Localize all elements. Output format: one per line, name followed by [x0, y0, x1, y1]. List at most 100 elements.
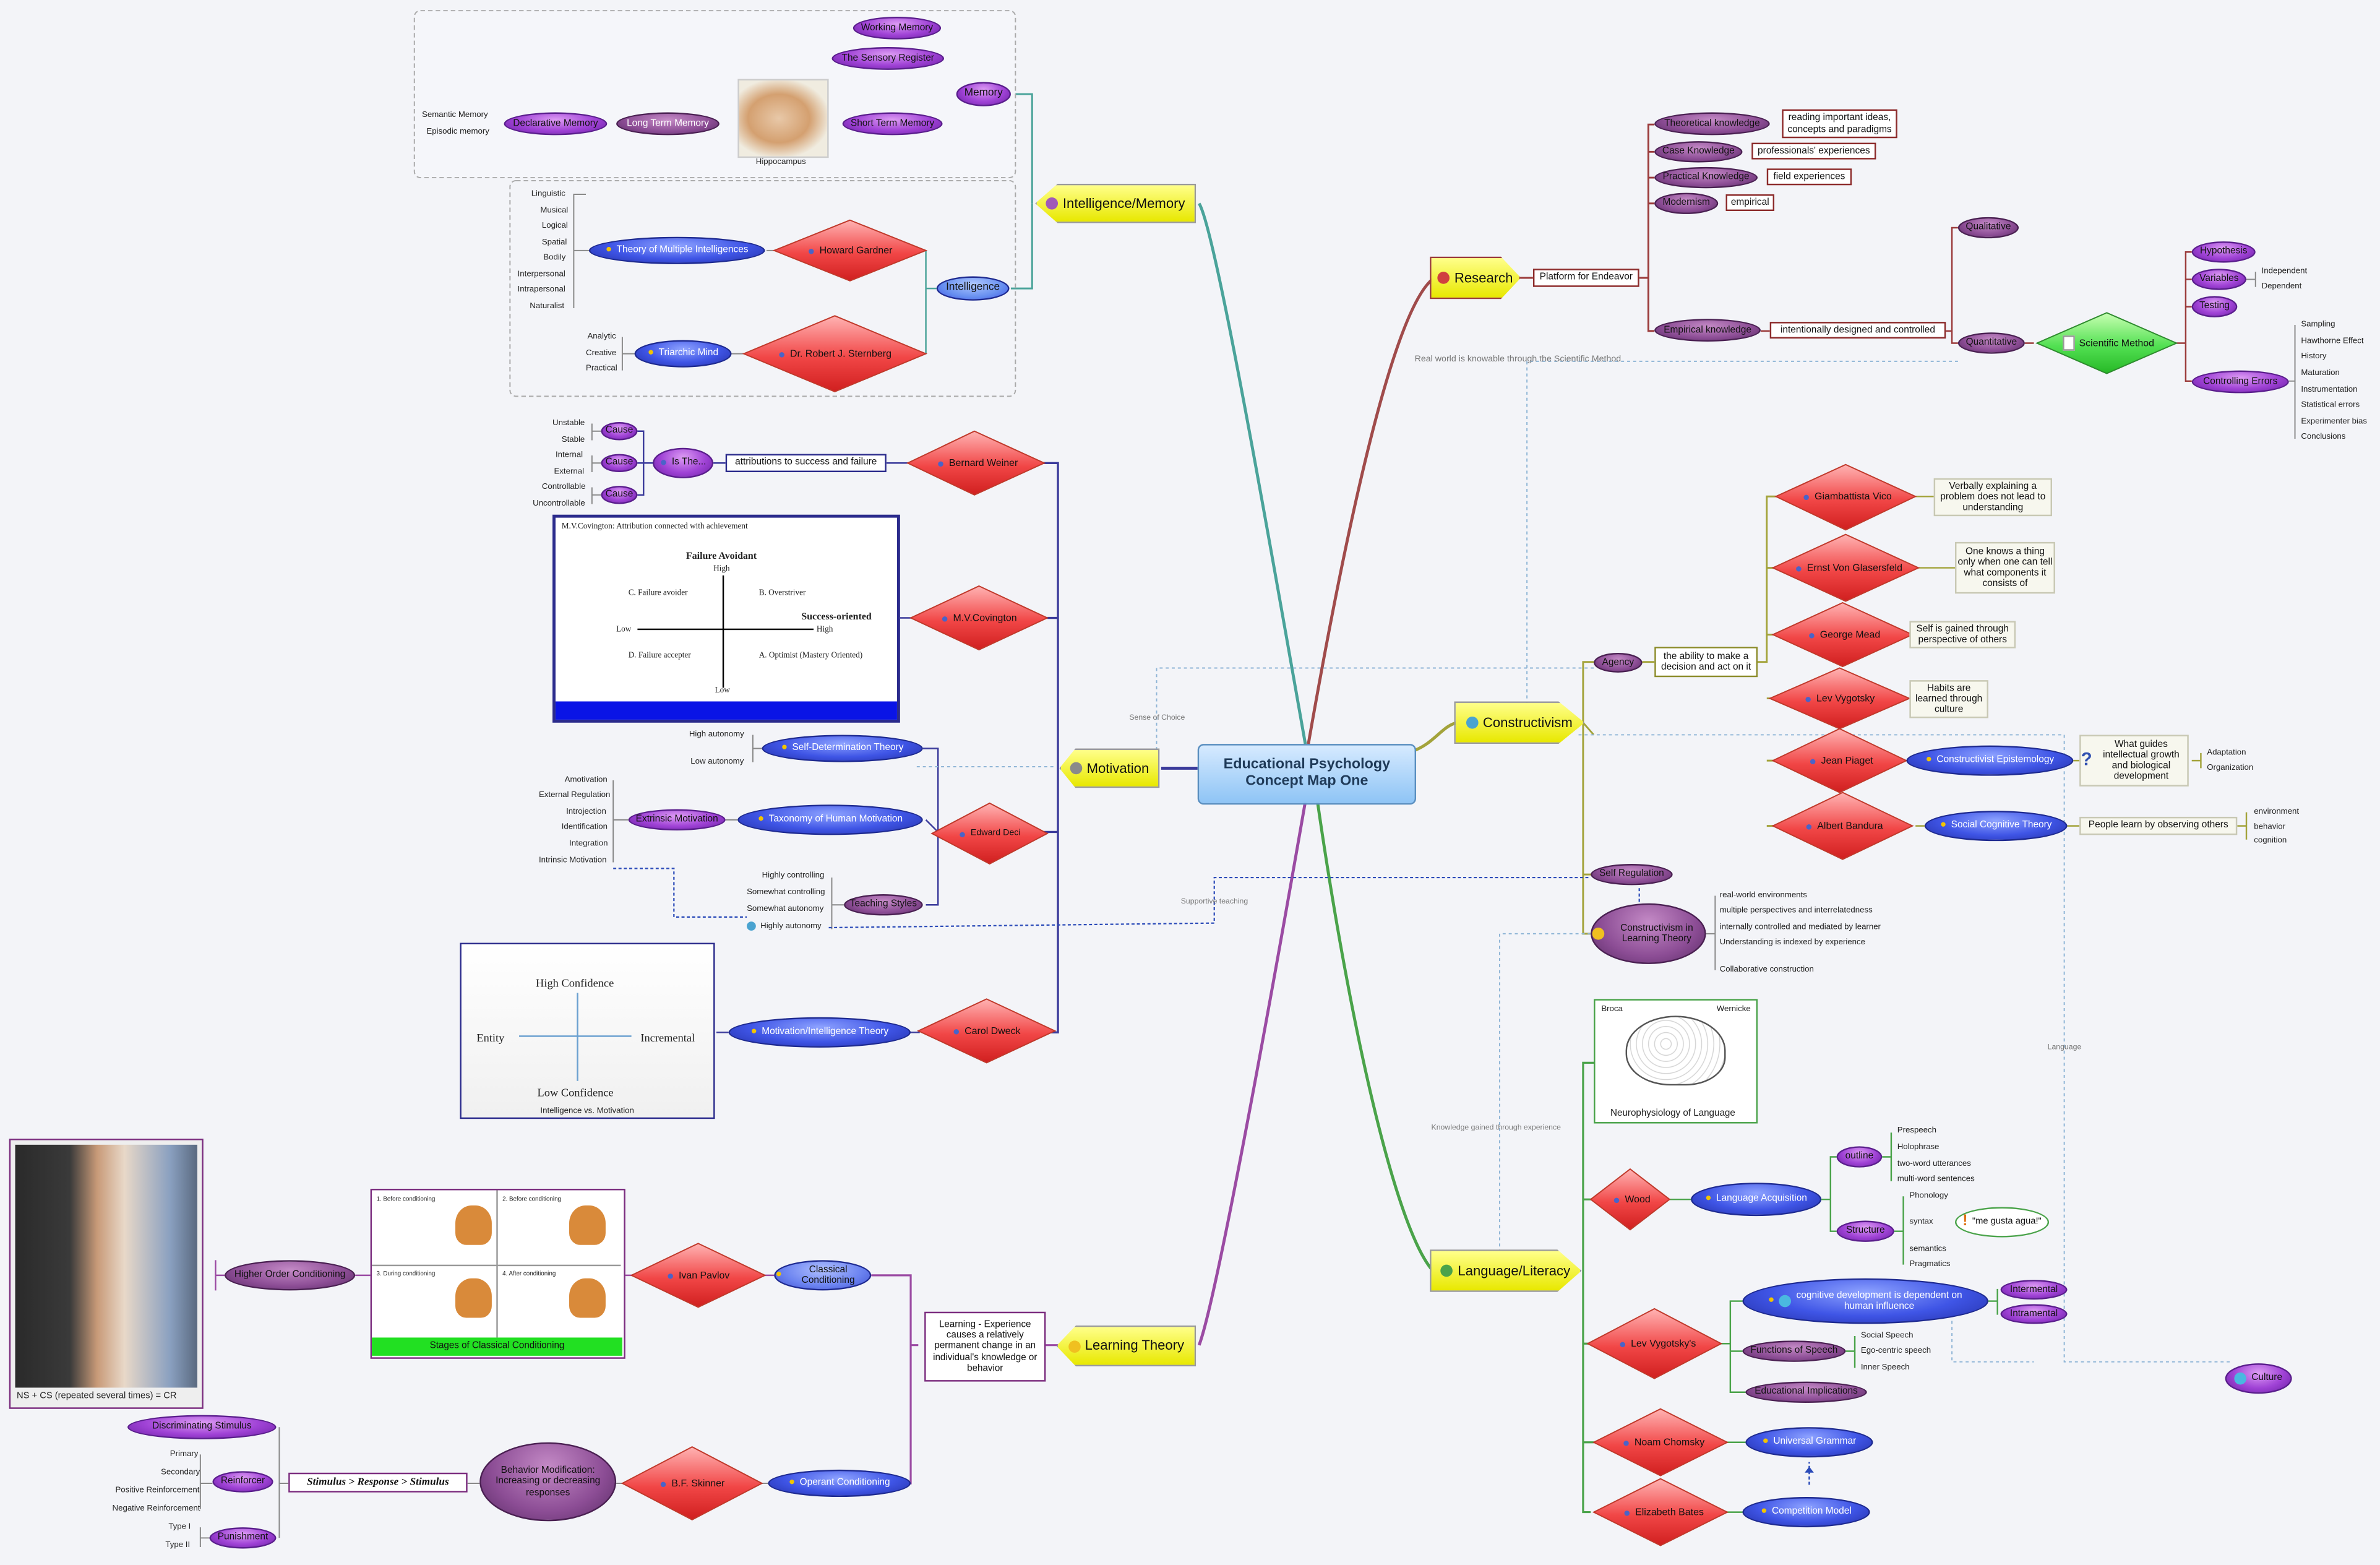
platform-endeavor: Platform for Endeavor	[1532, 269, 1639, 287]
intermental[interactable]: Intermental	[2000, 1280, 2068, 1300]
error-item: Instrumentation	[2301, 386, 2358, 395]
classical-conditioning[interactable]: ●Classical Conditioning	[774, 1260, 872, 1291]
case-note: professionals' experiences	[1751, 142, 1876, 160]
giambattista-vico[interactable]: ●Giambattista Vico	[1802, 489, 1892, 504]
structure[interactable]: Structure	[1836, 1220, 1894, 1242]
jean-piaget[interactable]: ●Jean Piaget	[1809, 754, 1873, 768]
multiple-intelligences[interactable]: ●Theory of Multiple Intelligences	[588, 236, 765, 264]
edward-deci[interactable]: ●Edward Deci	[958, 826, 1021, 840]
info-icon	[1441, 1264, 1454, 1277]
branch-language-literacy[interactable]: Language/Literacy	[1430, 1249, 1582, 1292]
theoretical-knowledge[interactable]: Theoretical knowledge	[1654, 112, 1770, 136]
short-term-memory[interactable]: Short Term Memory	[842, 112, 943, 136]
central-topic[interactable]: Educational Psychology Concept Map One	[1197, 744, 1417, 805]
sensory-register[interactable]: The Sensory Register	[831, 47, 945, 70]
long-term-memory[interactable]: Long Term Memory	[616, 112, 720, 136]
branch-motivation[interactable]: Motivation	[1059, 748, 1160, 788]
practical-knowledge[interactable]: Practical Knowledge	[1654, 166, 1758, 189]
teaching-item-highly-autonomy: Highly autonomy	[747, 921, 822, 931]
quantitative[interactable]: Quantitative	[1957, 332, 2025, 354]
error-item: Statistical errors	[2301, 400, 2360, 410]
elizabeth-bates[interactable]: ●Elizabeth Bates	[1623, 1505, 1704, 1519]
universal-grammar[interactable]: ●Universal Grammar	[1745, 1427, 1873, 1458]
chart-label: Low	[616, 625, 632, 635]
dog-icon	[455, 1278, 492, 1318]
carol-dweck[interactable]: ●Carol Dweck	[952, 1024, 1021, 1038]
chart-label: Success-oriented	[801, 611, 872, 623]
memory-node[interactable]: Memory	[956, 82, 1011, 106]
branch-learning-theory[interactable]: Learning Theory	[1056, 1325, 1196, 1367]
triarchic-mind[interactable]: ●Triarchic Mind	[634, 340, 732, 368]
working-memory[interactable]: Working Memory	[853, 16, 942, 40]
reinforcer[interactable]: Reinforcer	[212, 1471, 273, 1493]
competition-model[interactable]: ●Competition Model	[1742, 1497, 1870, 1528]
outline[interactable]: outline	[1836, 1146, 1883, 1168]
self-regulation[interactable]: Self Regulation	[1591, 863, 1673, 886]
testing[interactable]: Testing	[2191, 296, 2238, 317]
qualitative[interactable]: Qualitative	[1957, 217, 2019, 239]
cause-node[interactable]: Cause	[601, 454, 638, 473]
discriminating-stimulus[interactable]: Discriminating Stimulus	[127, 1415, 277, 1439]
case-knowledge[interactable]: Case Knowledge	[1654, 141, 1743, 163]
higher-order-conditioning[interactable]: Higher Order Conditioning	[225, 1260, 356, 1291]
george-mead[interactable]: ●George Mead	[1808, 627, 1881, 642]
cognitive-development[interactable]: ●cognitive development is dependent on h…	[1742, 1278, 1988, 1324]
lev-vygotsky[interactable]: ●Lev Vygotsky	[1804, 691, 1875, 705]
declarative-memory[interactable]: Declarative Memory	[504, 112, 608, 136]
wood[interactable]: ●Wood	[1613, 1192, 1651, 1207]
structure-item: syntax	[1909, 1217, 1933, 1227]
sdt-item: High autonomy	[689, 730, 744, 739]
lev-vygotskys[interactable]: ●Lev Vygotsky's	[1618, 1337, 1696, 1351]
branch-research[interactable]: Research	[1430, 256, 1521, 300]
intelligence-type: Spatial	[541, 238, 567, 248]
stage-heading: 2. Before conditioning	[502, 1194, 562, 1203]
outline-item: Prespeech	[1897, 1126, 1937, 1136]
motivation-intelligence-theory[interactable]: ●Motivation/Intelligence Theory	[728, 1017, 911, 1048]
constructivist-epistemology[interactable]: ●Constructivist Epistemology	[1906, 745, 2074, 776]
albert-bandura[interactable]: ●Albert Bandura	[1805, 819, 1883, 833]
semantic-memory-label: Semantic Memory	[422, 111, 488, 120]
culture[interactable]: Culture	[2225, 1363, 2292, 1394]
chart-label: A. Optimist (Mastery Oriented)	[758, 651, 863, 661]
noam-chomsky[interactable]: ●Noam Chomsky	[1622, 1435, 1705, 1449]
cause-node[interactable]: Cause	[601, 486, 638, 504]
language-acquisition[interactable]: ●Language Acquisition	[1691, 1183, 1822, 1217]
scientific-method[interactable]: Scientific Method	[2043, 331, 2173, 355]
conditioning-photo: NS + CS (repeated several times) = CR	[9, 1139, 204, 1409]
ivan-pavlov[interactable]: ●Ivan Pavlov	[666, 1268, 730, 1282]
is-the-node[interactable]: ●Is The...	[652, 447, 714, 478]
branch-intelligence-memory[interactable]: Intelligence/Memory	[1035, 183, 1196, 223]
cause-node[interactable]: Cause	[601, 422, 638, 441]
bernard-weiner[interactable]: ●Bernard Weiner	[937, 456, 1018, 470]
taxonomy-motivation[interactable]: ●Taxonomy of Human Motivation	[737, 804, 923, 835]
ernst-von-glasersfeld[interactable]: ●Ernst Von Glasersfeld	[1795, 561, 1902, 575]
variables[interactable]: Variables	[2191, 269, 2247, 290]
howard-gardner[interactable]: ●Howard Gardner	[807, 243, 893, 257]
intramental[interactable]: Intramental	[2000, 1304, 2068, 1324]
branch-constructivism[interactable]: Constructivism	[1454, 701, 1585, 744]
punishment[interactable]: Punishment	[209, 1527, 277, 1549]
mv-covington[interactable]: ●M.V.Covington	[941, 611, 1017, 625]
constructivism-learning-theory[interactable]: Constructivism in Learning Theory	[1591, 903, 1706, 964]
lightbulb-icon: ●	[647, 347, 655, 358]
hypothesis[interactable]: Hypothesis	[2191, 241, 2256, 263]
extrinsic-motivation[interactable]: Extrinsic Motivation	[628, 809, 726, 831]
empirical-knowledge[interactable]: Empirical knowledge	[1654, 319, 1761, 342]
modernism[interactable]: Modernism	[1654, 192, 1719, 214]
controlling-errors[interactable]: Controlling Errors	[2191, 370, 2289, 394]
educational-implications[interactable]: Educational Implications	[1745, 1381, 1867, 1403]
intelligence-node[interactable]: Intelligence	[936, 276, 1010, 301]
teaching-styles[interactable]: Teaching Styles	[844, 894, 923, 916]
taxonomy-item: External Regulation	[538, 791, 611, 800]
social-cognitive-theory[interactable]: ●Social Cognitive Theory	[1924, 811, 2068, 842]
episodic-memory-label: Episodic memory	[426, 127, 489, 137]
behavior-modification[interactable]: Behavior Modification: Increasing or dec…	[479, 1442, 617, 1522]
bf-skinner[interactable]: ●B.F. Skinner	[659, 1476, 725, 1491]
agency[interactable]: Agency	[1594, 652, 1643, 673]
functions-of-speech[interactable]: Functions of Speech	[1742, 1340, 1846, 1362]
operant-conditioning[interactable]: ●Operant Conditioning	[768, 1469, 911, 1498]
robert-sternberg[interactable]: ●Dr. Robert J. Sternberg	[778, 347, 891, 361]
self-determination-theory[interactable]: ●Self-Determination Theory	[762, 735, 923, 762]
reinforcer-item: Primary	[170, 1449, 199, 1459]
relation-real-world: Real world is knowable through the Scien…	[1414, 355, 1622, 364]
